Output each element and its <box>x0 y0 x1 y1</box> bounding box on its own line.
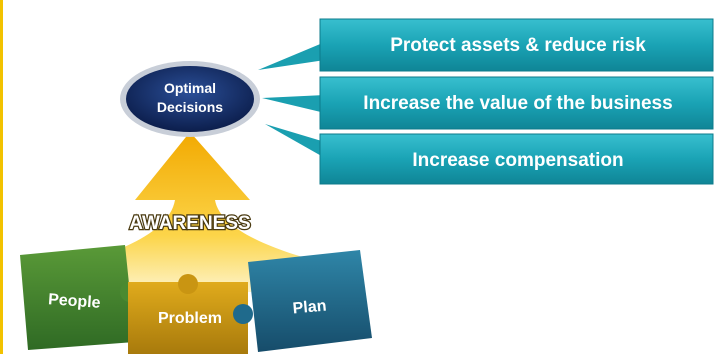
outcome-box-1: Protect assets & reduce risk <box>319 18 714 72</box>
left-accent-rule <box>0 0 3 354</box>
pointer-to-outcome-3 <box>265 124 325 158</box>
piece-label-plan: Plan <box>292 298 327 318</box>
outcome-box-2: Increase the value of the business <box>319 76 714 130</box>
puzzle-piece-people: People <box>20 245 140 350</box>
pointer-to-outcome-1 <box>258 42 325 70</box>
goal-line-2: Decisions <box>157 99 223 115</box>
outcome-box-3: Increase compensation <box>319 133 714 185</box>
outcome-label-1: Protect assets & reduce risk <box>390 35 646 56</box>
piece-label-people: People <box>48 291 102 312</box>
awareness-arrow <box>55 132 345 292</box>
optimal-decisions-oval: Optimal Decisions <box>120 61 260 137</box>
piece-label-problem: Problem <box>158 310 222 327</box>
puzzle-piece-plan: Plan <box>233 250 372 352</box>
outcome-label-3: Increase compensation <box>412 150 623 171</box>
pointer-to-outcome-2 <box>262 95 325 113</box>
puzzle-piece-problem: Problem <box>128 274 248 354</box>
outcome-label-2: Increase the value of the business <box>363 93 672 114</box>
awareness-label: AWARENESS <box>129 213 250 234</box>
goal-line-1: Optimal <box>164 80 216 96</box>
